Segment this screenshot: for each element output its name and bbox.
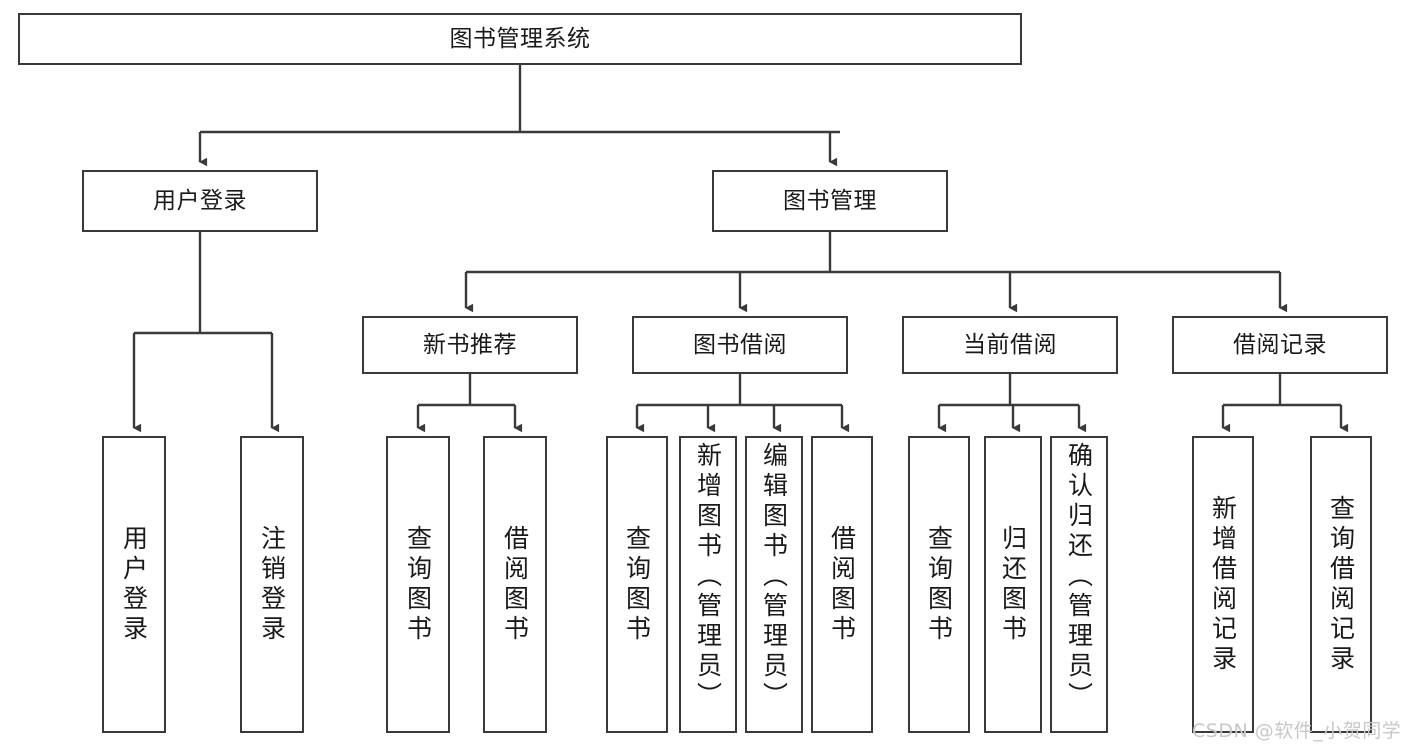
node-label: 查询图书 (924, 524, 954, 645)
node-label: 借阅图书 (827, 524, 857, 645)
node-label: 用户登录 (119, 524, 149, 645)
node-label: 归还图书 (998, 524, 1028, 645)
leaf-return-book[interactable]: 归还图书 (984, 436, 1042, 733)
csdn-watermark: CSDN @软件_小贺同学 (1192, 720, 1402, 742)
node-book-management[interactable]: 图书管理 (712, 170, 948, 232)
node-label: 查询图书 (403, 524, 433, 645)
node-label: 新书推荐 (423, 331, 517, 358)
leaf-borrow-book[interactable]: 借阅图书 (811, 436, 873, 733)
node-new-book-recommend[interactable]: 新书推荐 (362, 316, 578, 374)
leaf-add-book-admin[interactable]: 新增图书（管理员） (679, 436, 737, 733)
node-label: 查询借阅记录 (1326, 494, 1356, 675)
node-label: 借阅记录 (1233, 331, 1327, 358)
leaf-add-borrow-record[interactable]: 新增借阅记录 (1192, 436, 1254, 733)
leaf-query-book-borrow[interactable]: 查询图书 (606, 436, 668, 733)
node-user-login[interactable]: 用户登录 (82, 170, 318, 232)
node-label: 新增图书（管理员） (693, 442, 723, 712)
node-current-borrow[interactable]: 当前借阅 (902, 316, 1118, 374)
node-label: 编辑图书（管理员） (759, 442, 789, 712)
node-label: 用户登录 (153, 187, 247, 214)
node-borrow-record[interactable]: 借阅记录 (1172, 316, 1388, 374)
leaf-query-borrow-record[interactable]: 查询借阅记录 (1310, 436, 1372, 733)
node-label: 注销登录 (257, 524, 287, 645)
node-root-system[interactable]: 图书管理系统 (18, 13, 1022, 65)
leaf-edit-book-admin[interactable]: 编辑图书（管理员） (745, 436, 803, 733)
leaf-confirm-return-admin[interactable]: 确认归还（管理员） (1050, 436, 1108, 733)
node-label: 新增借阅记录 (1208, 494, 1238, 675)
leaf-borrow-book-recommend[interactable]: 借阅图书 (483, 436, 547, 733)
node-label: 借阅图书 (500, 524, 530, 645)
leaf-query-book-current[interactable]: 查询图书 (908, 436, 970, 733)
node-label: 当前借阅 (963, 331, 1057, 358)
leaf-logout[interactable]: 注销登录 (240, 436, 304, 733)
node-label: 图书管理系统 (449, 25, 591, 52)
node-label: 确认归还（管理员） (1064, 442, 1094, 712)
leaf-query-book-recommend[interactable]: 查询图书 (386, 436, 450, 733)
node-label: 图书借阅 (693, 331, 787, 358)
node-book-borrow[interactable]: 图书借阅 (632, 316, 848, 374)
node-label: 图书管理 (783, 187, 877, 214)
node-label: 查询图书 (622, 524, 652, 645)
leaf-user-login[interactable]: 用户登录 (102, 436, 166, 733)
